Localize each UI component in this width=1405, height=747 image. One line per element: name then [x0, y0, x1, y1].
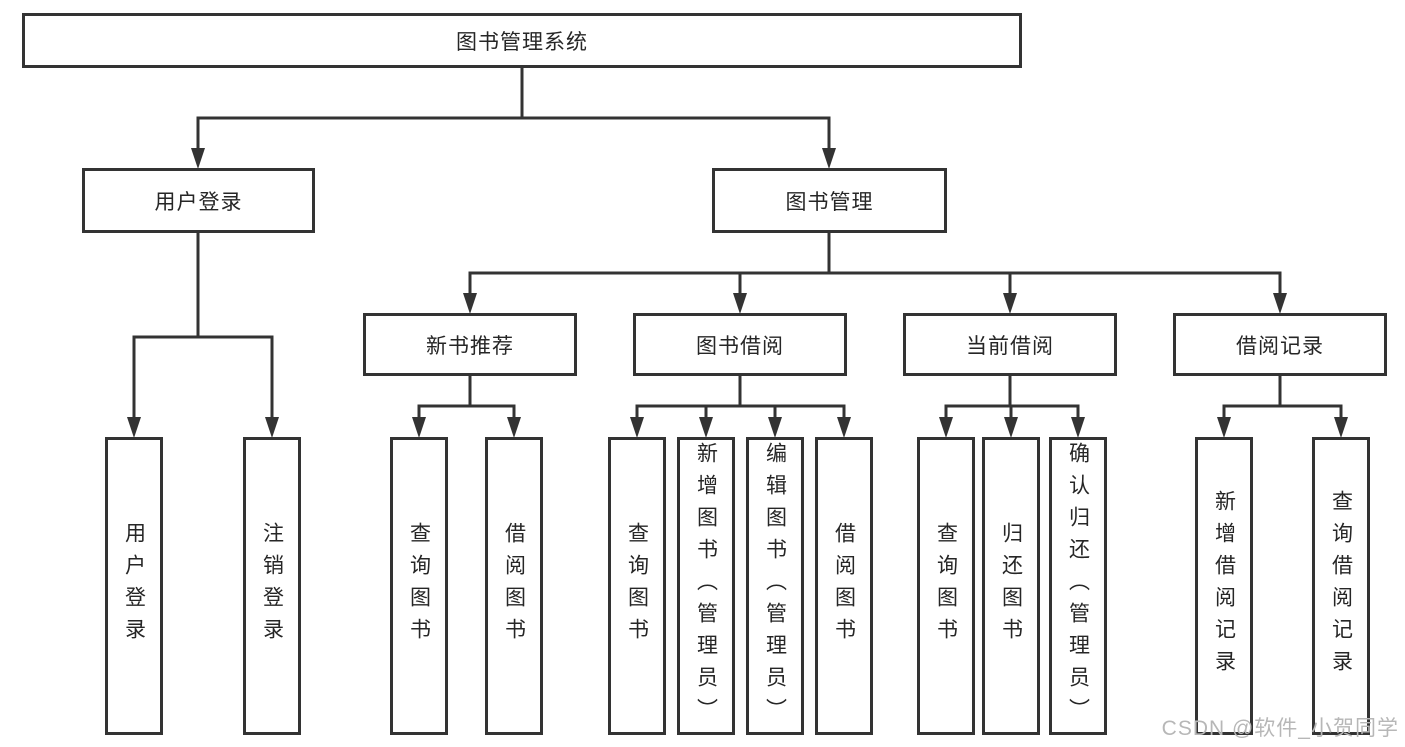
node-query-borrow-record: 查询借阅记录 — [1312, 437, 1370, 735]
watermark-text: CSDN @软件_小贺同学 — [1161, 717, 1399, 740]
node-return-books: 归还图书 — [982, 437, 1040, 735]
node-add-books-admin: 新增图书（管理员） — [677, 437, 735, 735]
node-new-book-recommend: 新书推荐 — [363, 313, 577, 376]
node-label-add-books-admin: 新增图书（管理员） — [694, 442, 718, 730]
arrowhead-icon — [768, 417, 782, 438]
arrowhead-icon — [412, 417, 426, 438]
node-label-query-books-2: 查询图书 — [625, 522, 649, 650]
node-label-confirm-return-admin: 确认归还（管理员） — [1066, 442, 1090, 730]
node-label-add-borrow-record: 新增借阅记录 — [1212, 490, 1236, 682]
node-book-management: 图书管理 — [712, 168, 947, 233]
node-query-books-2: 查询图书 — [608, 437, 666, 735]
node-query-books-1: 查询图书 — [390, 437, 448, 735]
arrowhead-icon — [1217, 417, 1231, 438]
node-label-user-login-leaf: 用户登录 — [122, 522, 146, 650]
node-label-query-borrow-record: 查询借阅记录 — [1329, 490, 1353, 682]
arrowhead-icon — [1334, 417, 1348, 438]
arrowhead-icon — [191, 148, 205, 169]
arrowhead-icon — [630, 417, 644, 438]
arrowhead-icon — [265, 417, 279, 438]
arrowhead-icon — [507, 417, 521, 438]
node-label-user-login: 用户登录 — [154, 190, 243, 214]
node-label-book-management: 图书管理 — [785, 190, 874, 214]
node-label-root: 图书管理系统 — [456, 30, 588, 54]
arrowhead-icon — [939, 417, 953, 438]
node-borrowing-records: 借阅记录 — [1173, 313, 1387, 376]
arrowhead-icon — [1273, 293, 1287, 314]
node-add-borrow-record: 新增借阅记录 — [1195, 437, 1253, 735]
arrowhead-icon — [1004, 417, 1018, 438]
node-label-return-books: 归还图书 — [999, 522, 1023, 650]
node-root: 图书管理系统 — [22, 13, 1022, 68]
arrowhead-icon — [822, 148, 836, 169]
node-label-borrow-books-1: 借阅图书 — [502, 522, 526, 650]
node-label-query-books-3: 查询图书 — [934, 522, 958, 650]
node-label-logout-leaf: 注销登录 — [260, 522, 284, 650]
node-label-query-books-1: 查询图书 — [407, 522, 431, 650]
arrowhead-icon — [837, 417, 851, 438]
node-user-login-leaf: 用户登录 — [105, 437, 163, 735]
arrowhead-icon — [733, 293, 747, 314]
node-confirm-return-admin: 确认归还（管理员） — [1049, 437, 1107, 735]
node-label-edit-books-admin: 编辑图书（管理员） — [763, 442, 787, 730]
arrowhead-icon — [1003, 293, 1017, 314]
node-logout-leaf: 注销登录 — [243, 437, 301, 735]
node-label-borrowing-records: 借阅记录 — [1236, 334, 1324, 358]
arrowhead-icon — [463, 293, 477, 314]
node-label-new-book-recommend: 新书推荐 — [426, 334, 514, 358]
arrowhead-icon — [127, 417, 141, 438]
node-current-borrowing: 当前借阅 — [903, 313, 1117, 376]
node-borrow-books-1: 借阅图书 — [485, 437, 543, 735]
arrowhead-icon — [1071, 417, 1085, 438]
node-book-borrowing: 图书借阅 — [633, 313, 847, 376]
node-label-book-borrowing: 图书借阅 — [696, 334, 784, 358]
node-user-login: 用户登录 — [82, 168, 315, 233]
node-label-current-borrowing: 当前借阅 — [966, 334, 1054, 358]
arrowhead-icon — [699, 417, 713, 438]
node-query-books-3: 查询图书 — [917, 437, 975, 735]
node-borrow-books-2: 借阅图书 — [815, 437, 873, 735]
node-label-borrow-books-2: 借阅图书 — [832, 522, 856, 650]
node-edit-books-admin: 编辑图书（管理员） — [746, 437, 804, 735]
